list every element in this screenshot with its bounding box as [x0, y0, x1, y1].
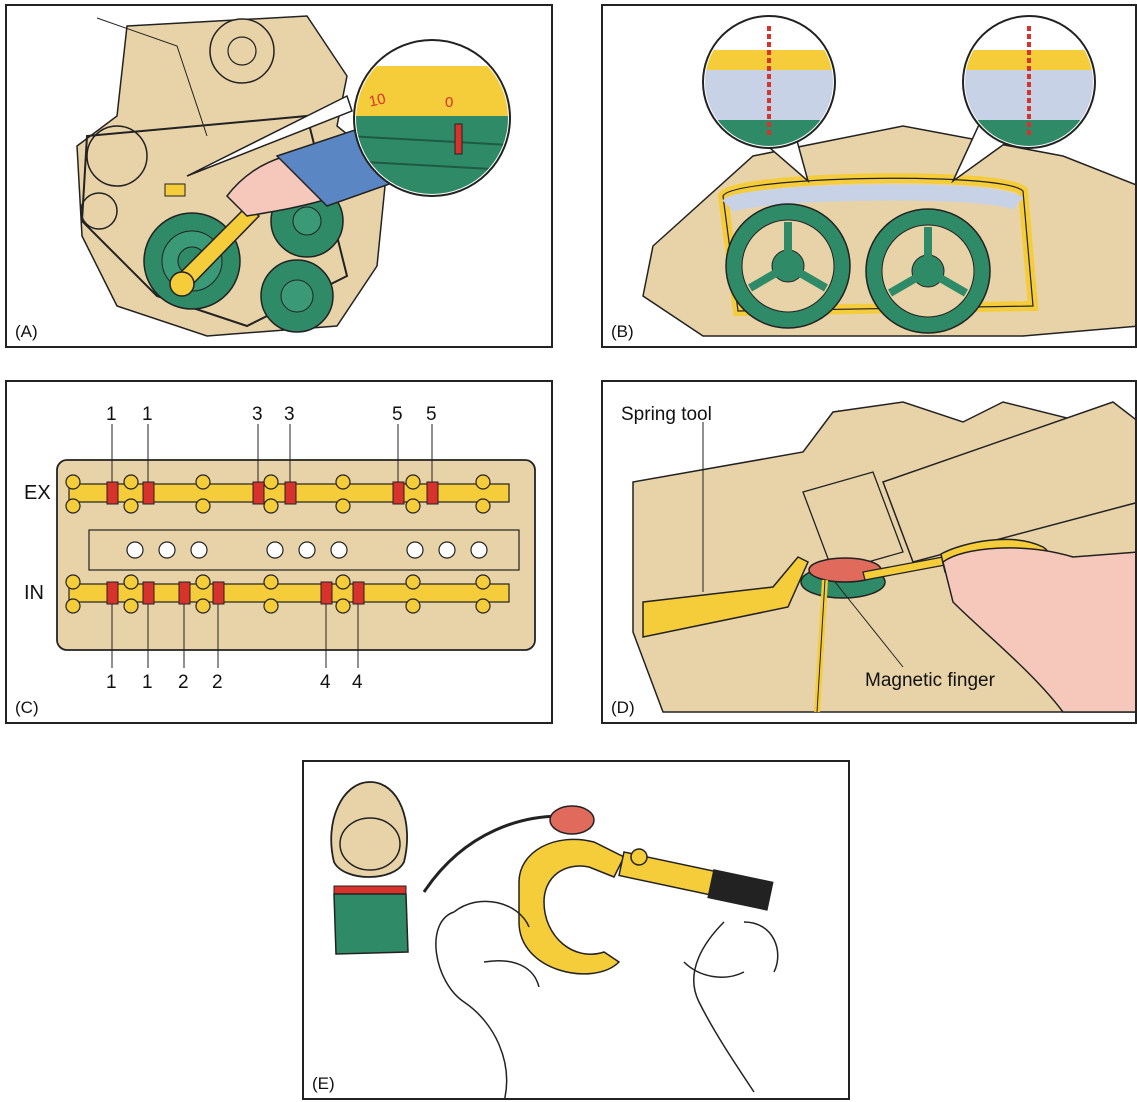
bottom-number: 2 [212, 672, 223, 694]
camshaft-sprocket-illustration [603, 6, 1137, 348]
cylinder-head-top-view [7, 382, 553, 724]
timing-mark [165, 184, 185, 196]
scale-10-label: 10 [367, 90, 387, 110]
panel-b-camshaft-sprockets: (B) [601, 4, 1137, 348]
right-hand [694, 922, 754, 1092]
panel-c-label: (C) [15, 698, 39, 718]
panel-e-shim-measurement: (E) [302, 760, 850, 1100]
shim-ex-1b [143, 482, 154, 504]
panel-a-label: (A) [15, 322, 38, 342]
upper-pulley [210, 19, 274, 83]
top-number: 3 [252, 404, 263, 426]
scale-0-label: 0 [445, 94, 453, 111]
magnetic-finger-label: Magnetic finger [865, 670, 995, 692]
shim-in-4b [353, 582, 364, 604]
top-number: 1 [106, 404, 117, 426]
micrometer-illustration [304, 762, 850, 1100]
shim-ex-3a [253, 482, 264, 504]
shim-in-micrometer [550, 806, 594, 834]
shim-ex-1a [107, 482, 118, 504]
shim-on-bucket [334, 886, 406, 894]
micrometer-thimble [708, 870, 773, 910]
micrometer-frame [519, 839, 624, 973]
shim-in-1a [107, 582, 118, 604]
in-row-label: IN [24, 582, 44, 605]
shim-ex-5a [393, 482, 404, 504]
spring-tool-label: Spring tool [621, 404, 712, 426]
bottom-number: 1 [142, 672, 153, 694]
panel-a-crankshaft-timing: 10 0 (A) [5, 4, 553, 348]
panel-c-shim-positions: EX IN 1 1 3 3 5 5 1 1 2 2 4 4 (C) [5, 380, 553, 724]
panel-e-label: (E) [312, 1074, 335, 1094]
shim-in-4a [321, 582, 332, 604]
bottom-number: 4 [352, 672, 363, 694]
panel-b-label: (B) [611, 322, 634, 342]
shim-in-2a [179, 582, 190, 604]
crankshaft-illustration [7, 6, 553, 348]
bucket [334, 894, 408, 954]
bottom-number: 2 [178, 672, 189, 694]
top-number: 5 [392, 404, 403, 426]
shim-ex-3b [285, 482, 296, 504]
shim-in-1b [143, 582, 154, 604]
bottom-number: 4 [320, 672, 331, 694]
top-number: 3 [284, 404, 295, 426]
panel-d-shim-removal: Spring tool Magnetic finger (D) [601, 380, 1137, 724]
top-number: 5 [426, 404, 437, 426]
shim-ex-5b [427, 482, 438, 504]
left-hand [436, 912, 507, 1100]
shim-in-2b [213, 582, 224, 604]
bottom-number: 1 [106, 672, 117, 694]
panel-d-label: (D) [611, 698, 635, 718]
top-number: 1 [142, 404, 153, 426]
ex-row-label: EX [24, 482, 51, 505]
